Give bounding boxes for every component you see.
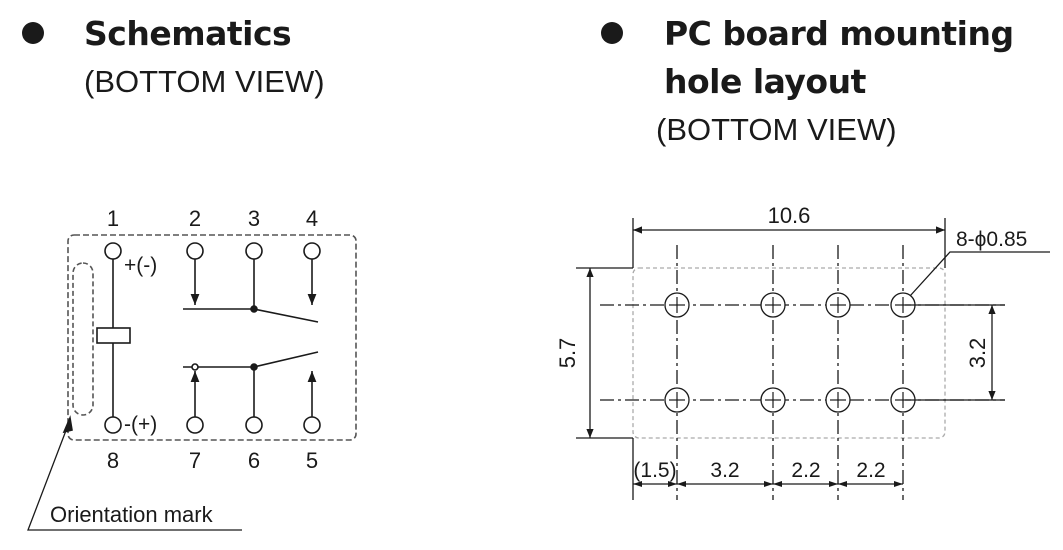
pin-label-4: 4 <box>306 206 318 231</box>
pin-1-circle <box>104 242 122 260</box>
dim-offset-label: (1.5) <box>633 459 676 482</box>
hole-crosses <box>669 297 911 408</box>
pin-label-6: 6 <box>248 448 260 473</box>
dim-pitch-1-label: 3.2 <box>710 459 739 482</box>
pin-7-circle <box>186 416 204 434</box>
coil-polarity-top: +(-) <box>124 254 157 277</box>
dim-height-label: 5.7 <box>555 338 580 369</box>
dim-pitch-v-label: 3.2 <box>965 338 990 369</box>
dim-width-label: 10.6 <box>768 203 811 228</box>
coil-symbol <box>96 327 131 344</box>
pin-label-5: 5 <box>306 448 318 473</box>
pin-label-2: 2 <box>189 206 201 231</box>
pin-label-3: 3 <box>248 206 260 231</box>
dim-bottom-ticks <box>633 481 903 487</box>
pin-6-circle <box>245 416 263 434</box>
pin-4-circle <box>303 242 321 260</box>
orientation-leader <box>27 419 242 531</box>
orientation-arrowhead <box>62 415 73 434</box>
left-bullet-icon <box>22 22 44 44</box>
pin-2-circle <box>186 242 204 260</box>
armature-lower <box>253 351 319 368</box>
layout-subtitle: (BOTTOM VIEW) <box>656 112 897 147</box>
package-outline <box>67 234 357 441</box>
contact-7-junction <box>191 363 199 371</box>
pin-label-8: 8 <box>107 448 119 473</box>
pin-label-1: 1 <box>107 206 119 231</box>
footprint-outline <box>632 267 946 439</box>
pin-3-circle <box>245 242 263 260</box>
hole-callout-leader <box>909 251 1050 297</box>
hole-layout-diagram <box>576 218 1050 500</box>
pin-5-circle <box>303 416 321 434</box>
dim-pitch-2-label: 2.2 <box>791 459 820 482</box>
dim-pitch-3-label: 2.2 <box>856 459 885 482</box>
layout-title-line1: PC board mounting <box>664 14 1014 53</box>
orientation-mark-label: Orientation mark <box>50 502 214 527</box>
right-bullet-icon <box>601 22 623 44</box>
schematics-subtitle: (BOTTOM VIEW) <box>84 64 325 99</box>
layout-title-line2: hole layout <box>664 62 866 101</box>
schematics-title: Schematics <box>84 14 292 53</box>
pin-label-7: 7 <box>189 448 201 473</box>
armature-upper <box>253 308 319 323</box>
schematic-diagram <box>27 234 357 531</box>
orientation-mark-marker <box>72 262 94 416</box>
pin-8-circle <box>104 416 122 434</box>
coil-polarity-bottom: -(+) <box>124 413 157 436</box>
hole-callout-label: 8-ϕ0.85 <box>956 228 1027 251</box>
